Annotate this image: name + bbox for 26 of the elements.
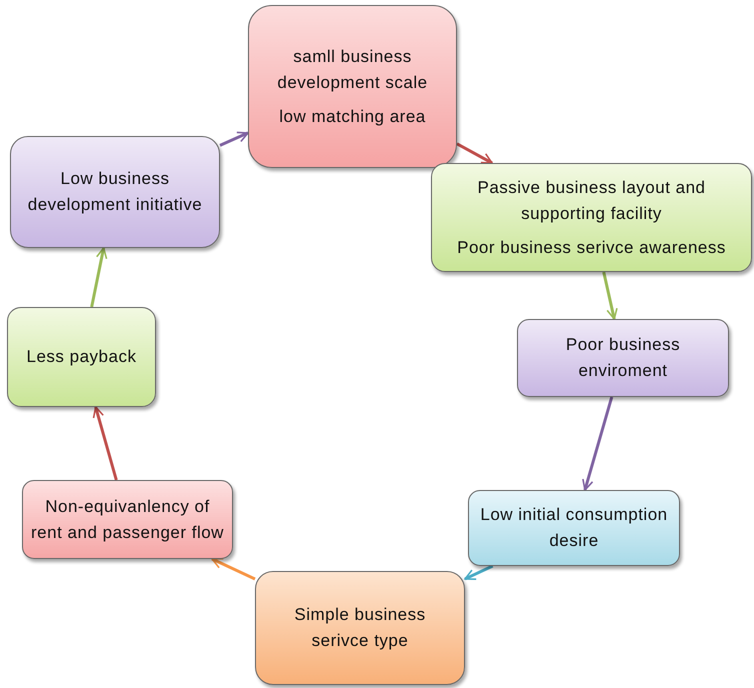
arrow: [90, 247, 108, 308]
process-box: [468, 490, 680, 566]
process-box: [431, 163, 752, 272]
arrow: [602, 272, 618, 320]
box-text: Non-equivanlency of rent and passenger flow: [31, 496, 224, 544]
process-box: [7, 307, 156, 407]
arrow: [464, 564, 494, 580]
box-text: low matching area: [279, 106, 426, 128]
arrow: [219, 132, 249, 147]
box-text: Poor business enviroment: [564, 334, 682, 382]
box-text: Simple business serivce type: [293, 604, 427, 652]
process-box: [255, 571, 465, 685]
box-text: Less payback: [26, 346, 136, 368]
process-box: [10, 136, 220, 248]
box-text: Passive business layout and supporting facility: [476, 176, 707, 224]
process-box: [248, 5, 457, 168]
box-text: Poor business serivce awareness: [457, 236, 726, 258]
arrow: [92, 406, 118, 480]
box-text: Low business development initiative: [26, 168, 204, 216]
box-text: samll business development scale: [276, 46, 429, 94]
process-box: [22, 480, 233, 559]
box-text: Low initial consumption desire: [479, 504, 669, 552]
process-box: [517, 319, 729, 397]
arrow: [456, 142, 493, 164]
arrow: [582, 396, 614, 491]
arrow: [211, 558, 256, 580]
